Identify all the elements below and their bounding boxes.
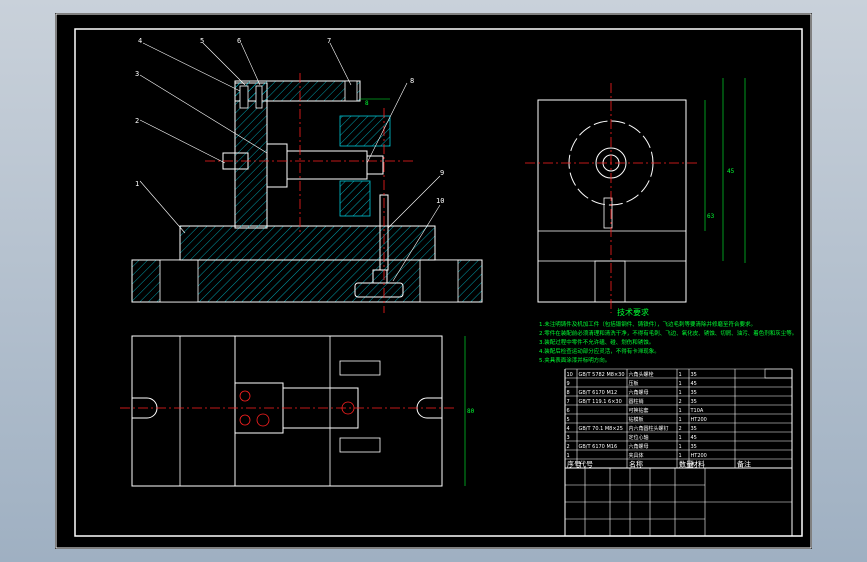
bom-cell: 2 [679, 399, 682, 405]
tech-req-line-3: 3.装配过程中零件不允许磕、碰、划伤和锈蚀。 [539, 338, 654, 346]
bom-cell: 6 [567, 408, 570, 414]
bom-cell: GB/T 5782 M8×30 [579, 372, 625, 378]
bom-cell: 圆柱销 [629, 398, 644, 405]
bom-cell: 1 [679, 390, 682, 396]
bom-header-cell: 备注 [737, 460, 751, 469]
tech-req-line-4: 4.装配后检查运动部分应灵活，不得有卡滞现象。 [539, 347, 660, 355]
dim-d1: 8 [365, 100, 369, 107]
bom-header-cell: 序号 [567, 460, 581, 469]
bom-cell: 1 [679, 435, 682, 441]
bom-cell: 可换钻套 [629, 407, 649, 414]
bom-cell: HT200 [691, 453, 707, 459]
bom-cell: 1 [679, 408, 682, 414]
bom-cell: 7 [567, 399, 570, 405]
cad-drawing: 8 1 2 3 4 5 6 7 8 9 10 63 45 [55, 13, 812, 549]
bom-cell: 1 [679, 444, 682, 450]
bom-cell: 2 [679, 426, 682, 432]
bom-cell: 夹具体 [629, 452, 644, 459]
tech-req-line-5: 5.夹具表面涂漆并标明方向。 [539, 356, 610, 364]
bom-cell: 1 [567, 453, 570, 459]
bom-cell: 1 [679, 417, 682, 423]
title-block-cell [764, 368, 793, 379]
dim-d2: 63 [707, 213, 715, 220]
bom-header-cell: 材料 [691, 460, 705, 469]
bom-cell: 9 [567, 381, 570, 387]
bom-cell: 35 [691, 372, 697, 378]
bom-cell: 35 [691, 390, 697, 396]
tech-req-line-1: 1.未注明铸件及机加工件（包括锻钢件、铸铁件），飞边毛刺等要清除并修磨至符合要求… [539, 320, 756, 328]
bom-cell: 2 [567, 444, 570, 450]
bom-cell: 压板 [629, 380, 639, 387]
bom-cell: 8 [567, 390, 570, 396]
callout-8: 8 [410, 77, 414, 85]
bom-header-cell: 名称 [629, 460, 643, 469]
bom-cell: 定位心轴 [629, 434, 649, 441]
bom-cell: 45 [691, 381, 697, 387]
bom-cell: 六角头螺栓 [629, 371, 654, 378]
dim-d3: 45 [727, 168, 735, 175]
bom-cell: 1 [679, 381, 682, 387]
callout-3: 3 [135, 70, 139, 78]
bom-cell: 1 [679, 453, 682, 459]
callout-10: 10 [436, 197, 444, 205]
callout-4: 4 [138, 37, 142, 45]
bom-cell: GB/T 119.1 6×30 [579, 399, 622, 405]
outer-frame [55, 13, 812, 549]
bom-cell: GB/T 6170 M12 [579, 390, 618, 396]
bom-cell: T10A [690, 408, 704, 414]
bom-cell: 六角螺母 [629, 443, 649, 450]
bom-cell: HT200 [691, 417, 707, 423]
bom-cell: 10 [567, 372, 573, 378]
bom-cell: GB/T 70.1 M8×25 [579, 426, 623, 432]
bom-cell: GB/T 6170 M16 [579, 444, 618, 450]
bom-header-cell: 代号 [579, 460, 593, 469]
callout-1: 1 [135, 180, 139, 188]
tech-requirements: 技术要求 1.未注明铸件及机加工件（包括锻钢件、铸铁件），飞边毛刺等要清除并修磨… [539, 307, 797, 364]
callout-2: 2 [135, 117, 139, 125]
bom-cell: 5 [567, 417, 570, 423]
drawing-sheet: 8 1 2 3 4 5 6 7 8 9 10 63 45 [55, 13, 812, 549]
bom-cell: 4 [567, 426, 570, 432]
bom-cell: 45 [691, 435, 697, 441]
inner-frame [74, 28, 803, 537]
callout-6: 6 [237, 37, 241, 45]
top-view: 80 [120, 335, 475, 487]
tech-req-line-2: 2.零件在装配前必须清理和清洗干净，不得有毛刺、飞边、氧化皮、锈蚀、切屑、油污、… [539, 329, 797, 337]
bom-cell: 六角螺母 [629, 389, 649, 396]
side-view: 63 45 [525, 78, 746, 313]
bom-cell: 35 [691, 426, 697, 432]
bom-cell: 35 [691, 444, 697, 450]
bom-cell: 35 [691, 399, 697, 405]
bom-cell: 3 [567, 435, 570, 441]
dim-d4: 80 [467, 408, 475, 415]
callout-9: 9 [440, 169, 444, 177]
part-callouts: 1 2 3 4 5 6 7 8 9 10 [135, 37, 444, 205]
bom-cell: 内六角圆柱头螺钉 [629, 425, 669, 432]
tech-req-title: 技术要求 [617, 307, 649, 317]
bom-header-cell: 数量 [679, 460, 693, 469]
callout-7: 7 [327, 37, 331, 45]
bom-cell: 1 [679, 372, 682, 378]
callout-5: 5 [200, 37, 204, 45]
front-section-view: 8 [131, 42, 483, 313]
bom-cell: 钻模板 [629, 416, 644, 423]
